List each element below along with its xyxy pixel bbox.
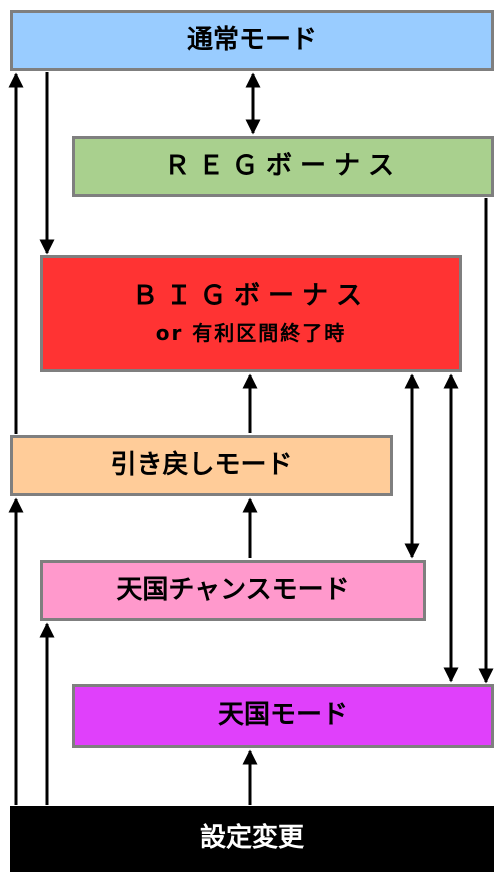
big-bonus-label: ＢＩＧボーナス [131,281,370,312]
tengoku-mode-box: 天国モード [72,684,494,748]
big-bonus-box: ＢＩＧボーナス or 有利区間終了時 [40,255,462,372]
normal-mode-box: 通常モード [10,10,494,71]
tengoku-mode-label: 天国モード [217,700,348,731]
hikimodoshi-mode-box: 引き戻しモード [10,435,393,496]
reg-bonus-box: ＲＥＧボーナス [72,136,494,197]
tengoku-chance-mode-label: 天国チャンスモード [116,574,350,605]
settei-henkou-box: 設定変更 [10,806,494,872]
reg-bonus-label: ＲＥＧボーナス [163,150,402,181]
settei-henkou-label: 設定変更 [199,823,304,854]
hikimodoshi-mode-label: 引き戻しモード [110,449,293,480]
big-bonus-sublabel: or 有利区間終了時 [155,320,347,345]
tengoku-chance-mode-box: 天国チャンスモード [40,560,426,621]
normal-mode-label: 通常モード [186,24,317,55]
